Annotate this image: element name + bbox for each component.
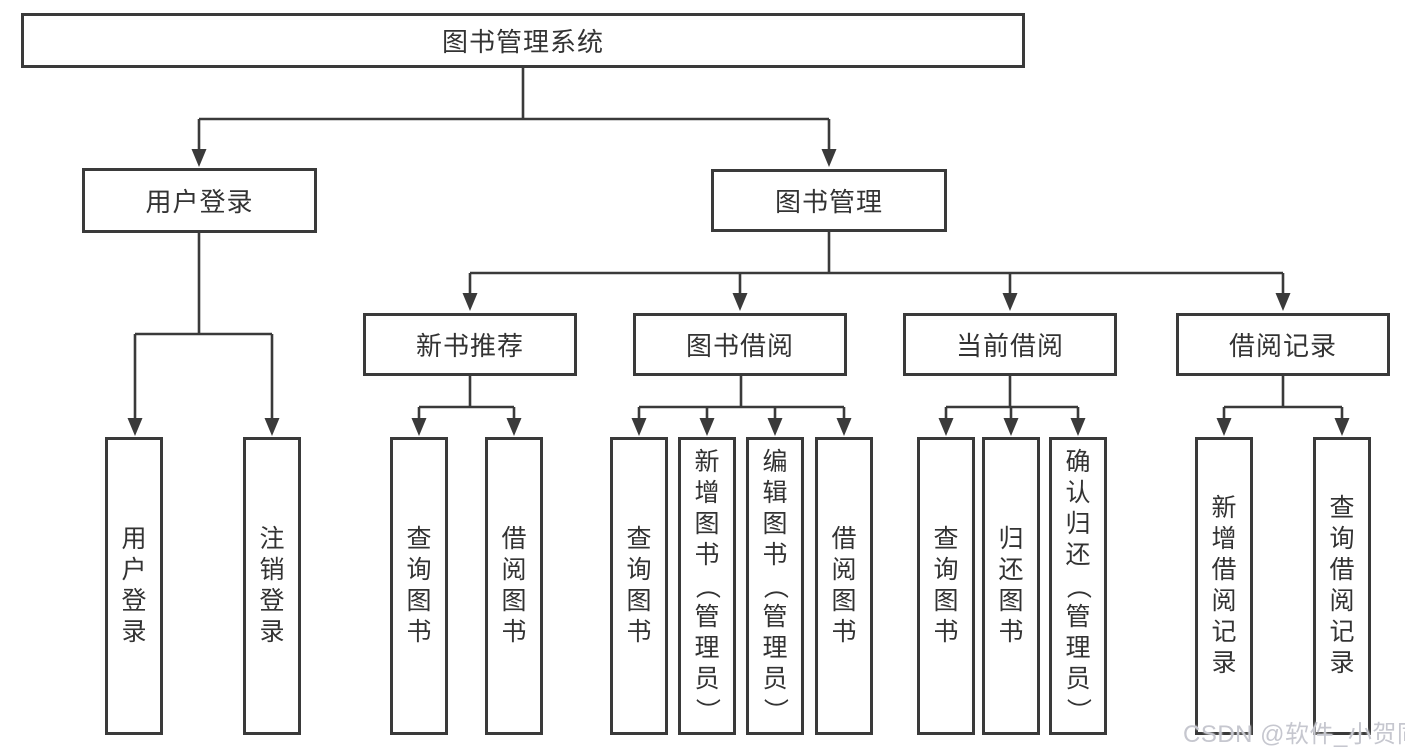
node-query-books-current: 查询图书 bbox=[917, 437, 975, 735]
node-borrow-books-borrowing: 借阅图书 bbox=[815, 437, 873, 735]
node-borrowing-records: 借阅记录 bbox=[1176, 313, 1390, 376]
csdn-watermark: CSDN @软件_小贺同学 bbox=[1183, 721, 1405, 747]
node-return-book: 归还图书 bbox=[982, 437, 1040, 735]
node-query-borrow-record: 查询借阅记录 bbox=[1313, 437, 1371, 735]
node-logout: 注销登录 bbox=[243, 437, 301, 735]
node-add-borrow-record: 新增借阅记录 bbox=[1195, 437, 1253, 735]
node-library-management-system: 图书管理系统 bbox=[21, 13, 1025, 68]
node-borrow-books-recommend: 借阅图书 bbox=[485, 437, 543, 735]
node-new-book-recommendation: 新书推荐 bbox=[363, 313, 577, 376]
node-current-borrowing: 当前借阅 bbox=[903, 313, 1117, 376]
node-query-books-recommend: 查询图书 bbox=[390, 437, 448, 735]
node-edit-book-admin: 编辑图书（管理员） bbox=[746, 437, 804, 735]
node-user-login: 用户登录 bbox=[82, 168, 317, 233]
node-query-books-borrowing: 查询图书 bbox=[610, 437, 668, 735]
node-confirm-return-admin: 确认归还（管理员） bbox=[1049, 437, 1107, 735]
node-user-login-leaf: 用户登录 bbox=[105, 437, 163, 735]
node-book-management: 图书管理 bbox=[711, 169, 947, 232]
node-add-book-admin: 新增图书（管理员） bbox=[678, 437, 736, 735]
node-book-borrowing: 图书借阅 bbox=[633, 313, 847, 376]
